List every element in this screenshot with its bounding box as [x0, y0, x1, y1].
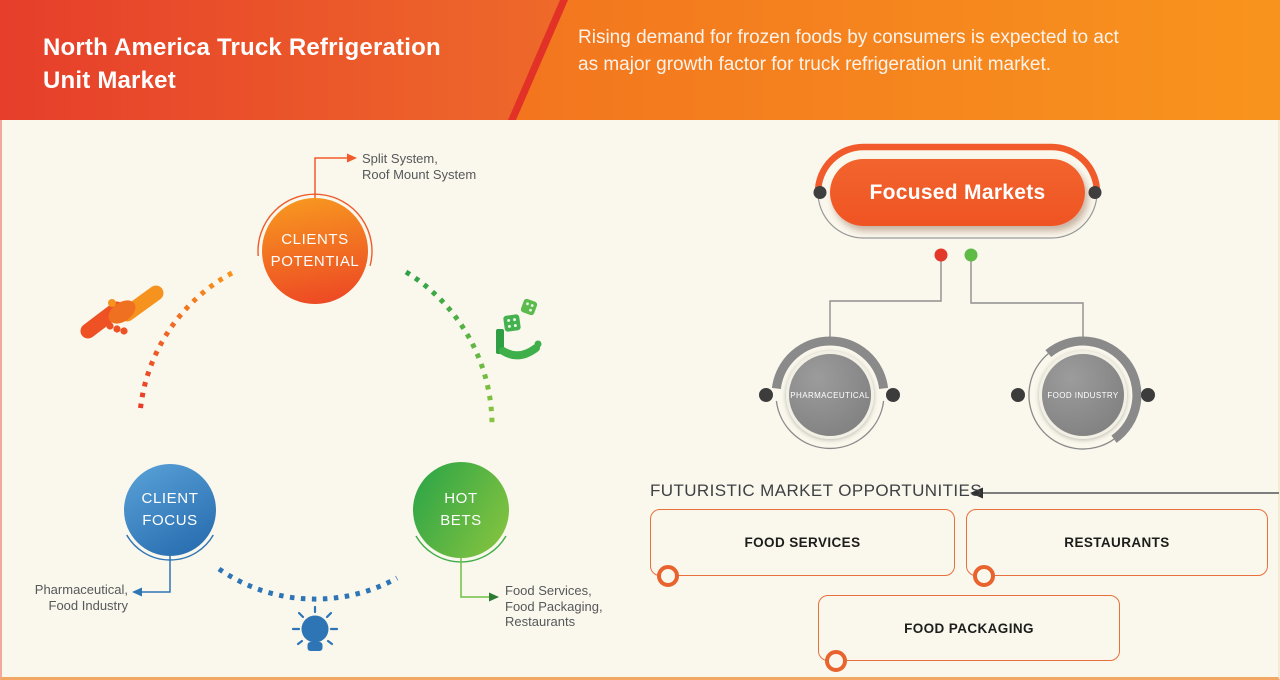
node-food-industry: FOOD INDUSTRY [1039, 351, 1127, 439]
opportunity-label: FOOD PACKAGING [904, 620, 1034, 636]
opportunity-ring-icon [825, 650, 847, 672]
opportunity-ring-icon [973, 565, 995, 587]
hot-bets-circle: HOT BETS [413, 462, 509, 558]
client-focus-circle: CLIENT FOCUS [124, 464, 216, 556]
focused-markets-pill: Focused Markets [830, 159, 1085, 226]
clients-potential-circle: CLIENTS POTENTIAL [262, 198, 368, 304]
client-focus-callout: Pharmaceutical, Food Industry [34, 582, 128, 613]
focused-markets-title: Focused Markets [869, 180, 1046, 204]
opportunity-box-restaurants: RESTAURANTS [966, 509, 1268, 576]
node-pharmaceutical-label: PHARMACEUTICAL [790, 390, 870, 400]
hot-bets-label: HOT BETS [440, 490, 482, 529]
node-pharmaceutical: PHARMACEUTICAL [786, 351, 874, 439]
page-subtitle: Rising demand for frozen foods by consum… [578, 27, 1119, 75]
clients-potential-label: CLIENTS POTENTIAL [270, 231, 360, 270]
opportunity-box-food-services: FOOD SERVICES [650, 509, 955, 576]
client-focus-label: CLIENT FOCUS [141, 490, 199, 529]
node-food-industry-label: FOOD INDUSTRY [1047, 390, 1119, 400]
header-banner: North America Truck Refrigeration Unit M… [0, 0, 1280, 120]
clients-potential-callout: Split System, Roof Mount System [362, 151, 477, 182]
hot-bets-callout: Food Services, Food Packaging, Restauran… [505, 583, 603, 629]
header-left-gradient [0, 0, 560, 120]
opportunities-heading: FUTURISTIC MARKET OPPORTUNITIES [650, 481, 982, 500]
opportunity-ring-icon [657, 565, 679, 587]
page-title: North America Truck Refrigeration Unit M… [43, 34, 441, 94]
opportunity-box-food-packaging: FOOD PACKAGING [818, 595, 1120, 661]
opportunity-label: FOOD SERVICES [744, 535, 861, 550]
opportunity-label: RESTAURANTS [1064, 535, 1170, 550]
